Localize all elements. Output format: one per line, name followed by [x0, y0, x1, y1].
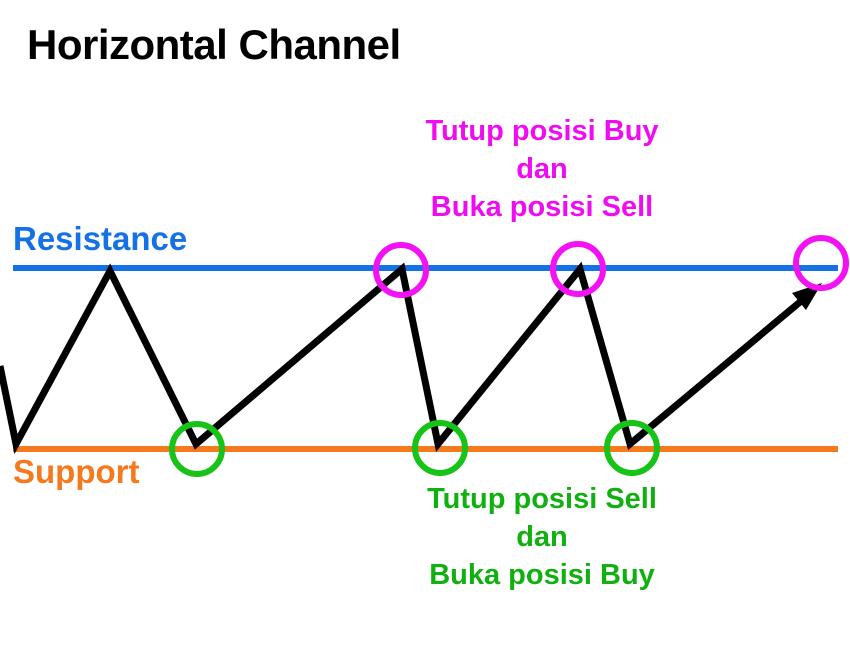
- annotation-line: Buka posisi Sell: [430, 191, 654, 223]
- annotation-line: Tutup posisi Sell: [427, 483, 657, 515]
- page-title: Horizontal Channel: [27, 21, 401, 68]
- price-zigzag-line: [0, 261, 803, 455]
- resistance-touch-marker: [550, 241, 606, 297]
- annotation-line: dan: [516, 521, 568, 553]
- annotation-line: dan: [516, 153, 568, 185]
- resistance-touch-marker: [373, 242, 429, 298]
- close-buy-open-sell-annotation: Tutup posisi Buy dan Buka posisi Sell: [362, 112, 722, 226]
- resistance-touch-marker: [793, 235, 849, 291]
- support-label: Support: [13, 453, 140, 490]
- annotation-line: Buka posisi Buy: [429, 559, 655, 591]
- support-touch-marker: [169, 421, 225, 477]
- annotation-line: Tutup posisi Buy: [425, 115, 659, 147]
- resistance-label: Resistance: [13, 220, 188, 257]
- support-touch-marker: [412, 420, 468, 476]
- close-sell-open-buy-annotation: Tutup posisi Sell dan Buka posisi Buy: [362, 480, 722, 594]
- support-touch-marker: [604, 420, 660, 476]
